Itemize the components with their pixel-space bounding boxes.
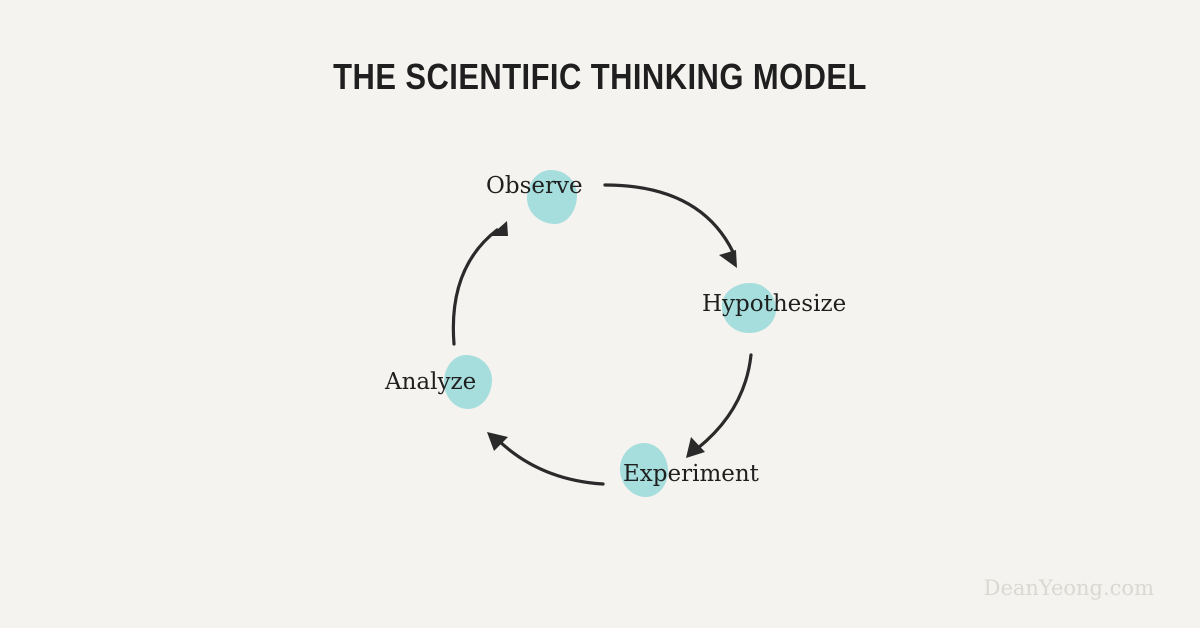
analyze-highlight <box>444 355 492 409</box>
experiment-highlight <box>620 443 668 497</box>
watermark: DeanYeong.com <box>983 576 1154 600</box>
arrowhead-observe <box>490 221 508 236</box>
arrow-observe-to-hypothesize <box>603 183 735 254</box>
step-experiment: Experiment <box>623 461 759 487</box>
arrowhead-hypothesize <box>719 250 737 268</box>
observe-highlight <box>527 170 577 224</box>
step-analyze: Analyze <box>385 369 477 395</box>
diagram-title: THE SCIENTIFIC THINKING MODEL <box>333 56 867 97</box>
hypothesize-highlight <box>722 283 776 333</box>
arrowhead-analyze <box>487 432 508 451</box>
arrowhead-experiment <box>686 437 705 458</box>
arrow-experiment-to-analyze <box>496 438 605 486</box>
arrow-analyze-to-observe <box>451 228 499 346</box>
step-hypothesize: Hypothesize <box>702 291 847 317</box>
arrow-hypothesize-to-experiment <box>696 353 753 450</box>
step-observe: Observe <box>486 173 583 199</box>
